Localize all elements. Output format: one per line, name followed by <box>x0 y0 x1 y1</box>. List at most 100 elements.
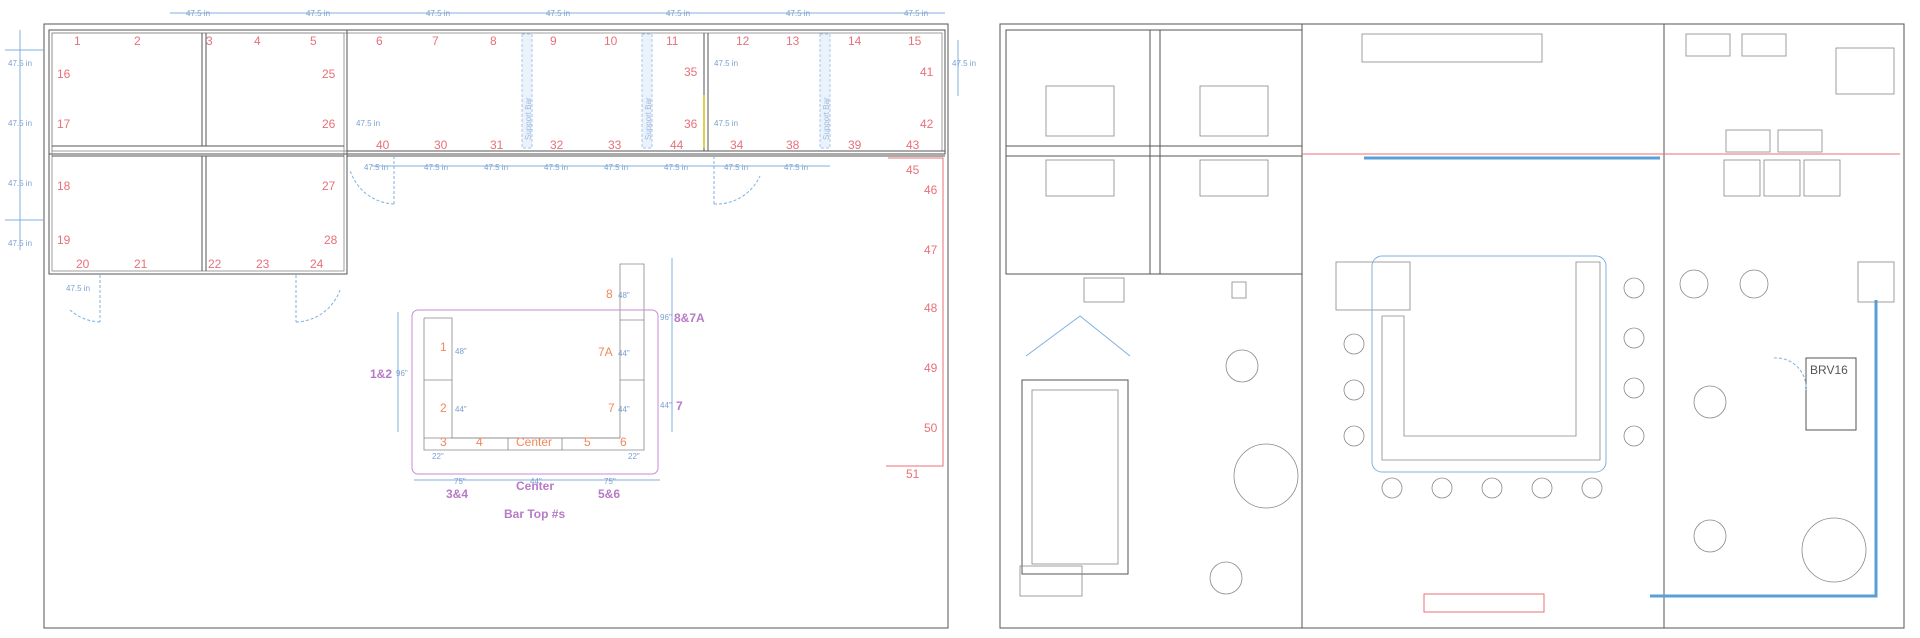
support-bar-3 <box>819 33 831 149</box>
brv16-label: BRV16 <box>1810 363 1848 377</box>
dim-label: 47.5 in <box>66 284 90 293</box>
booth-8: 8 <box>490 34 497 48</box>
booth-17: 17 <box>57 117 71 131</box>
booth-21: 21 <box>134 257 148 271</box>
booth-45: 45 <box>906 163 920 177</box>
bar-stools <box>1343 277 1645 499</box>
dimension-labels: 47.5 in 47.5 in 47.5 in 47.5 in 47.5 in … <box>8 9 976 293</box>
booth-15: 15 <box>908 34 922 48</box>
dim-label: 47.5 in <box>904 9 928 18</box>
dim-label: 47.5 in <box>424 163 448 172</box>
support-bar-label: Support Bar <box>524 97 533 140</box>
booth-5: 5 <box>310 34 317 48</box>
bar-section-tags: 1 2 3 4 Center 5 6 8 7A 7 <box>440 287 627 449</box>
booth-12: 12 <box>736 34 750 48</box>
bar-dim: 96" <box>396 369 408 378</box>
booth-49: 49 <box>924 361 938 375</box>
dim-label: 47.5 in <box>186 9 210 18</box>
booth-16: 16 <box>57 67 71 81</box>
booth-4: 4 <box>254 34 261 48</box>
booth-48: 48 <box>924 301 938 315</box>
drain-strip <box>1423 593 1545 613</box>
dim-label: 47.5 in <box>664 163 688 172</box>
dim-label: 47.5 in <box>8 59 32 68</box>
booth-32: 32 <box>550 138 564 152</box>
bar-dim: 44" <box>618 405 630 414</box>
booth-10: 10 <box>604 34 618 48</box>
bar-dimensions: 48" 44" 48" 44" 44" 96" 96" 44" 22" 22" … <box>396 291 672 486</box>
left-plan-border <box>43 23 949 629</box>
bar-top-5-6: 5&6 <box>598 487 620 501</box>
booth-25: 25 <box>322 67 336 81</box>
support-bar-label: Support Bar <box>644 97 653 140</box>
booth-34: 34 <box>730 138 744 152</box>
u-shaped-bar <box>1371 255 1607 473</box>
booth-35: 35 <box>684 65 698 79</box>
bar-dim: 22" <box>628 452 640 461</box>
bar-dim: 22" <box>432 452 444 461</box>
booth-23: 23 <box>256 257 270 271</box>
support-bar-label: Support Bar <box>822 97 831 140</box>
dim-label: 47.5 in <box>544 163 568 172</box>
dim-label: 47.5 in <box>952 59 976 68</box>
dim-label: 47.5 in <box>714 59 738 68</box>
dim-label: 47.5 in <box>484 163 508 172</box>
support-bar-1 <box>521 33 533 149</box>
left-booth-block <box>48 29 348 275</box>
bar-dim: 44" <box>455 405 467 414</box>
booth-38: 38 <box>786 138 800 152</box>
bar-top-8-7a: 8&7A <box>674 311 705 325</box>
dim-label: 47.5 in <box>666 9 690 18</box>
bar-dim: 44" <box>618 349 630 358</box>
brv16-equipment <box>1773 261 1895 431</box>
dim-label: 47.5 in <box>784 163 808 172</box>
bar-top-7: 7 <box>676 399 683 413</box>
booth-6: 6 <box>376 34 383 48</box>
right-booth-partition <box>886 157 944 467</box>
booth-36: 36 <box>684 117 698 131</box>
equipment-block <box>1019 315 1131 597</box>
bar-tag-4: 4 <box>476 435 483 449</box>
right-plan-border <box>999 23 1905 629</box>
bar-dim: 44" <box>660 401 672 410</box>
bar-tag-6: 6 <box>620 435 627 449</box>
bar-top-caption: Bar Top #s <box>504 507 565 521</box>
booth-46: 46 <box>924 183 938 197</box>
bar-tag-3: 3 <box>440 435 447 449</box>
booth-3: 3 <box>206 34 213 48</box>
bar-tag-1: 1 <box>440 340 447 354</box>
dim-label: 47.5 in <box>786 9 810 18</box>
booth-47: 47 <box>924 243 938 257</box>
bar-dim: 48" <box>455 347 467 356</box>
booth-31: 31 <box>490 138 504 152</box>
booth-44: 44 <box>670 138 684 152</box>
booth-28: 28 <box>324 233 338 247</box>
dim-label: 47.5 in <box>426 9 450 18</box>
dim-label: 47.5 in <box>546 9 570 18</box>
dim-label: 47.5 in <box>364 163 388 172</box>
booth-30: 30 <box>434 138 448 152</box>
booth-20: 20 <box>76 257 90 271</box>
bar-dim: 96" <box>660 313 672 322</box>
bar-tag-7: 7 <box>608 401 615 415</box>
booth-42: 42 <box>920 117 934 131</box>
bar-outline <box>397 258 673 481</box>
booth-22: 22 <box>208 257 222 271</box>
booth-14: 14 <box>848 34 862 48</box>
tables <box>1045 33 1895 595</box>
dim-label: 47.5 in <box>8 239 32 248</box>
top-booth-block <box>48 29 946 155</box>
left-floor-plan: 1 2 3 4 5 6 7 8 9 10 11 12 13 14 15 16 1… <box>5 9 976 629</box>
booth-50: 50 <box>924 421 938 435</box>
bar-tag-7a: 7A <box>598 345 613 359</box>
bar-tag-2: 2 <box>440 401 447 415</box>
dim-label: 47.5 in <box>356 119 380 128</box>
bar-tag-8: 8 <box>606 287 613 301</box>
bar-dim: 75" <box>454 477 466 486</box>
bar-top-center: Center <box>516 479 554 493</box>
support-bar-2 <box>641 33 653 149</box>
dim-label: 47.5 in <box>714 119 738 128</box>
booth-40: 40 <box>376 138 390 152</box>
booth-9: 9 <box>550 34 557 48</box>
